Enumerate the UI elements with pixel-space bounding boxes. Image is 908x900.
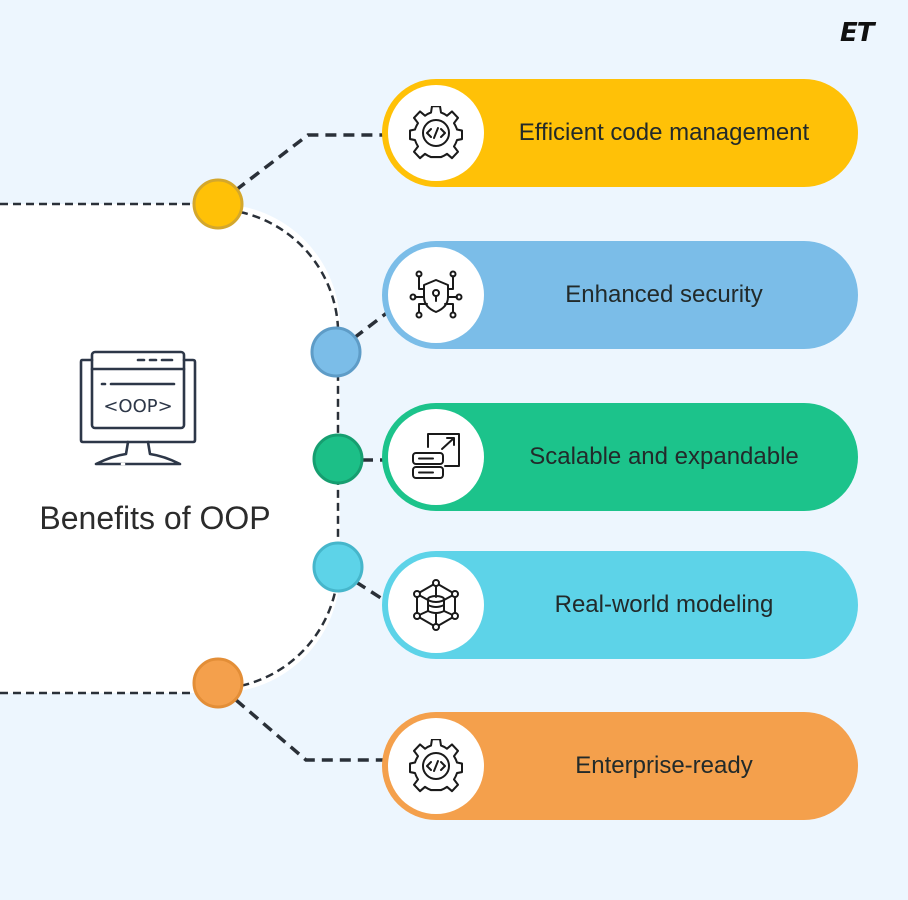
diagram-title: Benefits of OOP bbox=[39, 500, 271, 536]
oop-icon-text: <OOP> bbox=[103, 396, 172, 417]
benefit-label: Real-world modeling bbox=[554, 591, 774, 618]
benefit-pill-efficient-code: Efficient code management bbox=[382, 79, 858, 187]
node-dot-2 bbox=[310, 326, 362, 378]
icon-badge bbox=[388, 247, 484, 343]
icon-badge bbox=[388, 409, 484, 505]
connector-1 bbox=[234, 133, 384, 192]
node-dot-4 bbox=[312, 541, 364, 593]
database-network-icon bbox=[413, 579, 459, 631]
connector-4 bbox=[355, 580, 385, 602]
benefit-label: Enhanced security bbox=[565, 281, 763, 308]
icon-badge bbox=[388, 718, 484, 814]
benefit-label: Efficient code management bbox=[518, 119, 810, 146]
benefit-label: Enterprise-ready bbox=[575, 752, 753, 779]
center-panel bbox=[0, 204, 340, 693]
node-dot-3 bbox=[312, 433, 364, 485]
benefit-pill-enhanced-security: Enhanced security bbox=[382, 241, 858, 349]
node-dot-1 bbox=[192, 178, 244, 230]
icon-badge bbox=[388, 85, 484, 181]
gear-code-icon bbox=[409, 106, 463, 160]
benefit-label: Scalable and expandable bbox=[529, 443, 799, 470]
monitor-oop-icon: <OOP> bbox=[79, 350, 197, 466]
benefit-pill-enterprise-ready: Enterprise-ready bbox=[382, 712, 858, 820]
connector-5 bbox=[234, 698, 384, 762]
connector-2 bbox=[352, 310, 390, 340]
shield-network-icon bbox=[409, 270, 463, 319]
icon-badge bbox=[388, 557, 484, 653]
node-dot-5 bbox=[192, 657, 244, 709]
server-scale-icon bbox=[412, 433, 460, 479]
benefit-pill-real-world-modeling: Real-world modeling bbox=[382, 551, 858, 659]
panel-outline-arc bbox=[239, 210, 340, 688]
benefit-pill-scalable: Scalable and expandable bbox=[382, 403, 858, 511]
gear-code-icon bbox=[409, 739, 463, 793]
brand-logo: ET bbox=[840, 18, 874, 48]
